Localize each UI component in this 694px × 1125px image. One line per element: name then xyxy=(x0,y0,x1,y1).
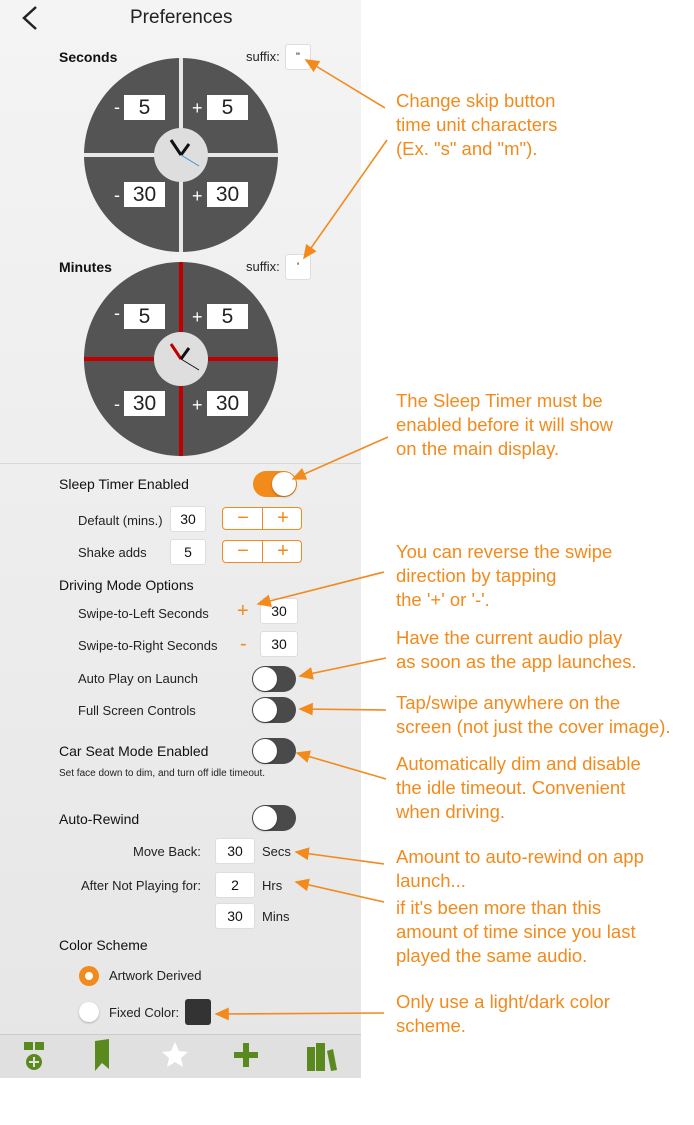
tab-bookmarks[interactable] xyxy=(92,1039,112,1071)
sleep-timer-label: Sleep Timer Enabled xyxy=(59,476,189,492)
minutes-label: Minutes xyxy=(59,259,112,275)
skip-back-small-value[interactable]: 5 xyxy=(124,304,165,329)
auto-play-label: Auto Play on Launch xyxy=(78,671,198,686)
seconds-suffix-input[interactable]: " xyxy=(285,44,311,70)
move-back-label: Move Back: xyxy=(133,844,201,859)
bookmark-icon xyxy=(95,1039,109,1071)
seconds-dial: - 5 + 5 - 30 + 30 xyxy=(84,58,278,252)
minutes-input[interactable]: 30 xyxy=(215,903,255,929)
swipe-left-sign-button[interactable]: + xyxy=(237,600,249,622)
swipe-left-label: Swipe-to-Left Seconds xyxy=(78,606,209,621)
phone-screen: Preferences Seconds suffix: " - 5 + 5 - … xyxy=(0,0,361,1078)
section-divider xyxy=(0,463,361,464)
minus-large-sign[interactable]: - xyxy=(114,185,120,205)
chevron-left-icon xyxy=(22,6,37,30)
artwork-derived-label: Artwork Derived xyxy=(109,968,202,983)
decrement-button[interactable]: − xyxy=(237,507,249,529)
swipe-left-input[interactable]: 30 xyxy=(260,598,298,624)
move-back-input[interactable]: 30 xyxy=(215,838,255,864)
minutes-suffix-input[interactable]: ' xyxy=(285,254,311,280)
skip-back-large-value[interactable]: 30 xyxy=(124,391,165,416)
auto-rewind-toggle[interactable] xyxy=(252,805,296,831)
seconds-suffix-label: suffix: xyxy=(246,49,280,64)
plus-large-sign[interactable]: + xyxy=(192,186,203,206)
skip-back-small-value[interactable]: 5 xyxy=(124,95,165,120)
tab-bar xyxy=(0,1034,361,1078)
skip-back-large-value[interactable]: 30 xyxy=(124,182,165,207)
minutes-unit: Mins xyxy=(262,909,290,924)
plus-large-sign[interactable]: + xyxy=(192,395,203,415)
sleep-timer-toggle[interactable] xyxy=(253,471,297,497)
default-mins-label: Default (mins.) xyxy=(78,513,163,528)
page-title: Preferences xyxy=(130,7,233,28)
back-button[interactable] xyxy=(16,4,44,32)
skip-fwd-small-value[interactable]: 5 xyxy=(207,95,248,120)
fixed-color-swatch[interactable] xyxy=(185,999,211,1025)
increment-button[interactable]: + xyxy=(277,507,289,529)
minus-large-sign[interactable]: - xyxy=(114,394,120,414)
clock-face-icon xyxy=(154,332,208,386)
skip-fwd-large-value[interactable]: 30 xyxy=(207,182,248,207)
star-icon xyxy=(162,1042,188,1067)
default-mins-input[interactable]: 30 xyxy=(170,506,206,532)
artwork-derived-radio[interactable] xyxy=(79,966,99,986)
tab-favorites[interactable] xyxy=(160,1040,190,1070)
decrement-button[interactable]: − xyxy=(237,540,249,562)
after-not-playing-label: After Not Playing for: xyxy=(81,878,201,893)
default-mins-stepper[interactable]: − + xyxy=(222,507,302,530)
swipe-right-input[interactable]: 30 xyxy=(260,631,298,657)
hours-unit: Hrs xyxy=(262,878,283,893)
driving-mode-heading: Driving Mode Options xyxy=(59,577,194,593)
library-icon xyxy=(307,1043,337,1071)
increment-button[interactable]: + xyxy=(277,540,289,562)
fixed-color-radio[interactable] xyxy=(79,1002,99,1022)
tab-library[interactable] xyxy=(306,1041,338,1071)
full-screen-label: Full Screen Controls xyxy=(78,703,196,718)
skip-fwd-large-value[interactable]: 30 xyxy=(207,391,248,416)
plus-icon xyxy=(234,1043,258,1067)
tab-player[interactable] xyxy=(22,1041,48,1071)
shake-adds-input[interactable]: 5 xyxy=(170,539,206,565)
plus-small-sign[interactable]: + xyxy=(192,98,203,118)
skip-fwd-small-value[interactable]: 5 xyxy=(207,304,248,329)
car-seat-description: Set face down to dim, and turn off idle … xyxy=(59,768,266,779)
tab-add[interactable] xyxy=(232,1041,260,1069)
move-back-unit: Secs xyxy=(262,844,291,859)
full-screen-toggle[interactable] xyxy=(252,697,296,723)
shake-adds-stepper[interactable]: − + xyxy=(222,540,302,563)
seconds-label: Seconds xyxy=(59,49,118,65)
minus-small-sign[interactable]: - xyxy=(114,303,120,323)
auto-rewind-label: Auto-Rewind xyxy=(59,811,140,827)
car-seat-label: Car Seat Mode Enabled xyxy=(59,743,209,759)
hours-input[interactable]: 2 xyxy=(215,872,255,898)
clock-face-icon xyxy=(154,128,208,182)
car-seat-toggle[interactable] xyxy=(252,738,296,764)
minutes-suffix-label: suffix: xyxy=(246,259,280,274)
plus-small-sign[interactable]: + xyxy=(192,307,203,327)
swipe-right-label: Swipe-to-Right Seconds xyxy=(78,638,218,653)
minus-small-sign[interactable]: - xyxy=(114,97,120,117)
auto-play-toggle[interactable] xyxy=(252,666,296,692)
shake-adds-label: Shake adds xyxy=(78,545,147,560)
swipe-right-sign-button[interactable]: - xyxy=(240,633,247,655)
fixed-color-label: Fixed Color: xyxy=(109,1005,180,1020)
color-scheme-heading: Color Scheme xyxy=(59,937,148,953)
player-icon xyxy=(24,1042,44,1070)
minutes-dial: - 5 + 5 - 30 + 30 xyxy=(84,262,278,456)
